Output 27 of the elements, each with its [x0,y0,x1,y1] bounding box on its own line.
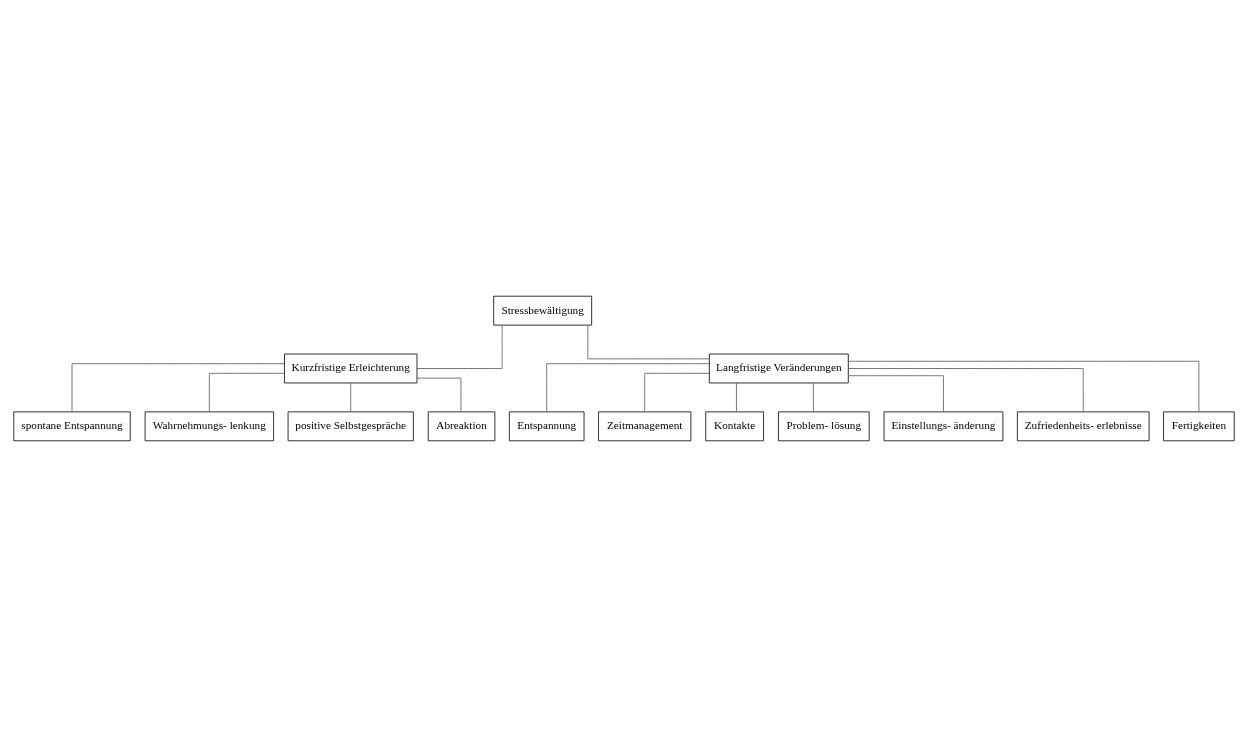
connector [208,372,285,412]
node-box: Einstellungs- änderung [883,410,1004,441]
connector [350,382,352,412]
node-box: Abreaktion [427,410,496,441]
node-box: Zeitmanagement [598,410,692,441]
connector [812,382,814,412]
node-box: Zufriedenheits- erlebnisse [1016,410,1150,441]
node-box: Entspannung [508,410,585,441]
node-box: Stressbewältigung [493,295,593,326]
connector [416,377,462,412]
node-box: spontane Entspannung [13,410,131,441]
node-box: Langfristige Veränderungen [708,353,849,383]
connector [71,362,285,412]
connector [546,362,710,412]
node-box: Kontakte [705,410,764,441]
node-box: Problem- lösung [778,410,870,441]
connector [848,360,1200,412]
connector [848,374,944,412]
connector [416,324,503,369]
node-box: Fertigkeiten [1163,410,1235,441]
connector [644,372,710,412]
connector [848,367,1084,412]
node-box: Kurzfristige Erleichterung [284,353,418,383]
node-box: Wahrnehmungs- lenkung [144,410,274,441]
node-box: positive Selbstgespräche [287,410,414,441]
connector [736,382,737,412]
connector [587,324,710,359]
